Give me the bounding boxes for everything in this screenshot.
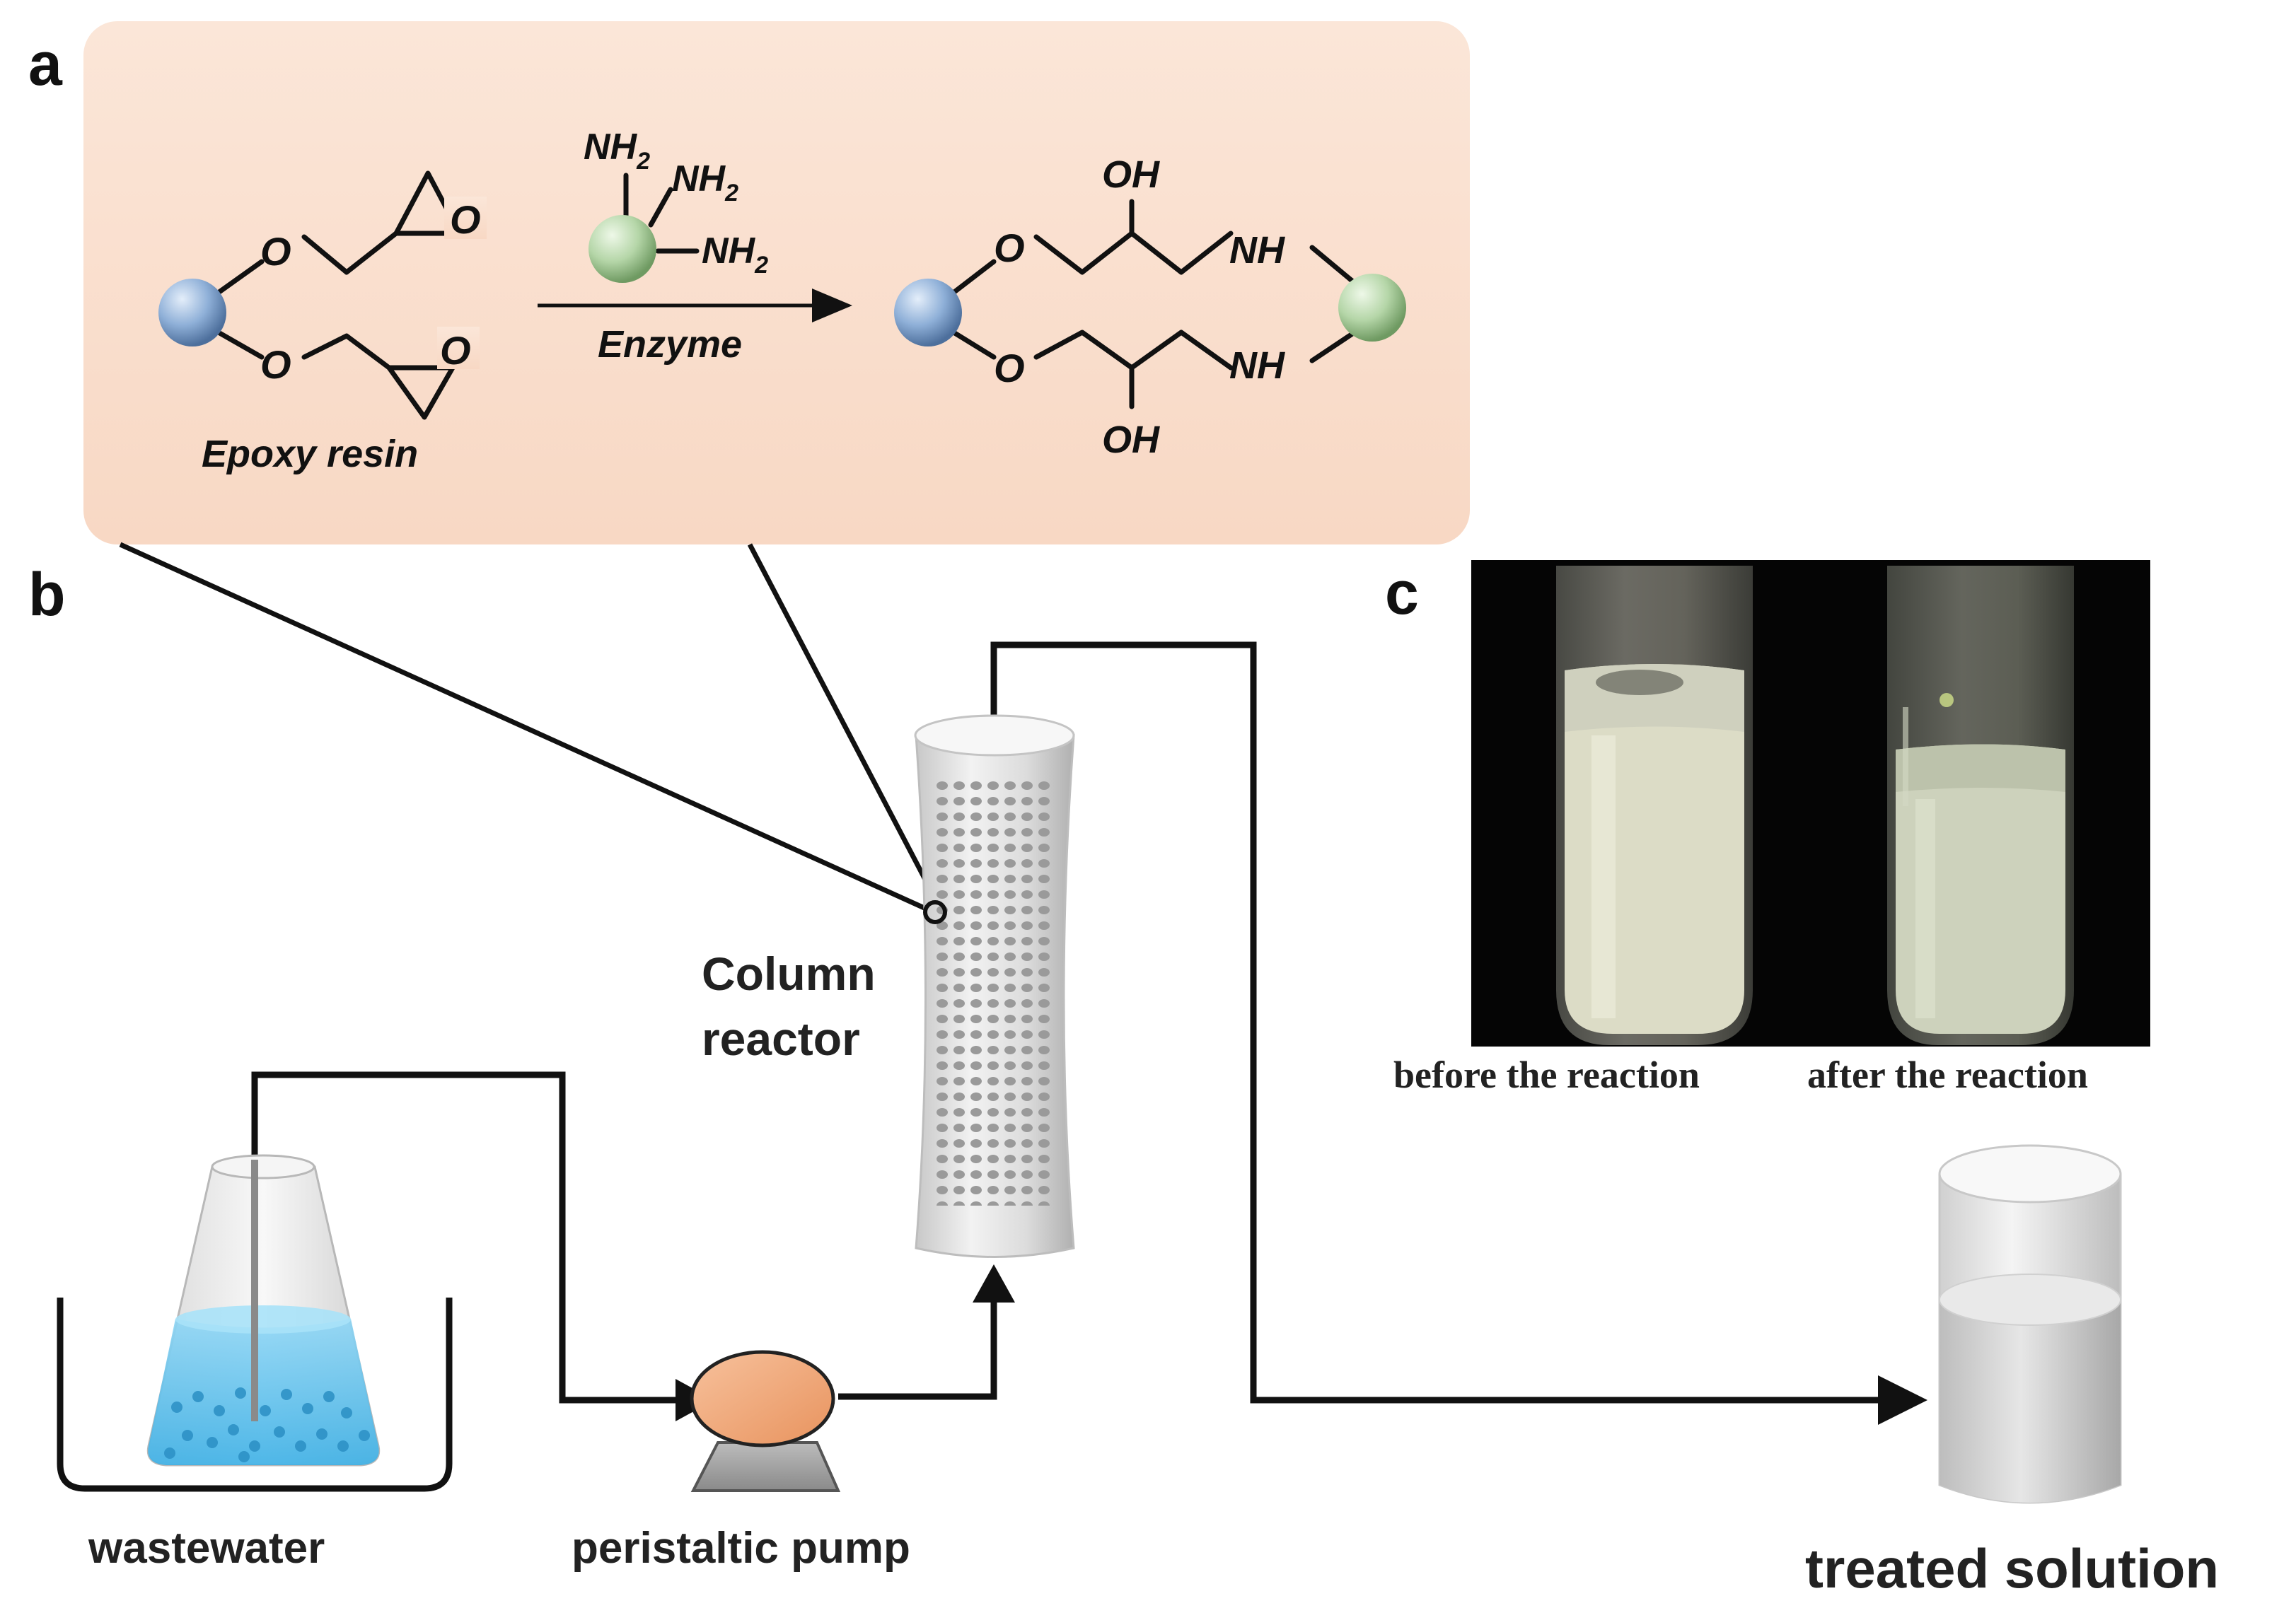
product-structure	[945, 199, 1357, 409]
epoxy-resin-structure	[209, 170, 463, 420]
product-ether-oxygen-bottom: O	[994, 346, 1025, 390]
wastewater-bath	[57, 1154, 453, 1492]
after-caption: after the reaction	[1807, 1054, 2088, 1096]
product-amine-bottom: NH	[1229, 344, 1285, 387]
product-hydroxyl-bottom: OH	[1102, 419, 1160, 461]
amine-reagent: NH2 NH2 NH2	[584, 127, 768, 283]
after-tube	[1887, 566, 2074, 1045]
amine-group-1: NH2	[584, 127, 650, 175]
ether-oxygen-bottom: O	[260, 342, 291, 387]
product-amine-top: NH	[1229, 229, 1285, 272]
ether-oxygen-top: O	[260, 229, 291, 274]
reactor-label-line2: reactor	[702, 1013, 860, 1065]
panel-letter-b: b	[28, 561, 66, 629]
resin-sphere-icon	[158, 279, 226, 346]
before-tube	[1556, 566, 1753, 1045]
arrow-into-collector	[1878, 1375, 1927, 1425]
reactant-label: Epoxy resin	[202, 433, 418, 475]
epoxide-oxygen-top: O	[450, 197, 481, 242]
product-resin-sphere-icon	[894, 279, 962, 346]
amine-sphere-icon	[589, 215, 656, 283]
treated-liquid	[1940, 1300, 2121, 1503]
panel-letter-a: a	[28, 30, 63, 98]
amine-group-2: NH2	[672, 158, 738, 206]
panel-letter-c: c	[1385, 559, 1419, 627]
epoxide-o-backing-bottom	[437, 327, 480, 369]
reaction-arrow-head	[812, 289, 852, 322]
column-reactor	[914, 714, 1075, 1258]
catalyst-label: Enzyme	[598, 323, 742, 366]
panel-a-background	[83, 21, 1470, 544]
before-caption: before the reaction	[1393, 1054, 1700, 1096]
zoom-line-right	[747, 543, 942, 908]
peristaltic-pump-icon	[690, 1350, 841, 1492]
epoxide-oxygen-bottom: O	[440, 328, 471, 373]
pump-label: peristaltic pump	[572, 1524, 910, 1573]
output-label: treated solution	[1805, 1537, 2219, 1600]
source-label: wastewater	[88, 1524, 325, 1573]
product-amine-sphere-icon	[1338, 274, 1406, 342]
product-hydroxyl-top: OH	[1102, 153, 1160, 196]
treated-solution-cylinder	[1938, 1144, 2122, 1504]
reactor-bead-highlight	[923, 900, 947, 924]
reactor-label-line1: Column	[702, 948, 876, 1000]
intake-tube	[251, 1160, 258, 1421]
epoxide-o-backing-top	[444, 197, 487, 239]
arrow-into-reactor	[973, 1264, 1015, 1303]
zoom-line-left	[119, 542, 935, 915]
amine-group-3: NH2	[702, 231, 768, 279]
reaction-photo	[1471, 560, 2150, 1047]
product-ether-oxygen-top: O	[994, 226, 1025, 270]
